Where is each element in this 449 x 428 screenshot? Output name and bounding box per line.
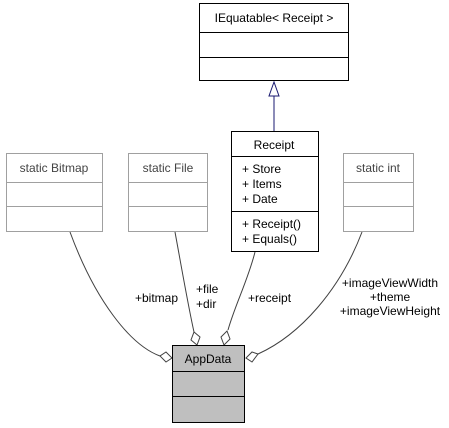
int-aggregation-edge [245,231,363,363]
class-box-static-file: static File [128,153,208,232]
edge-label-theme: +theme [370,290,411,304]
receipt-member-items: + Items [242,177,282,191]
class-box-static-bitmap: static Bitmap [6,153,103,232]
class-title-static-int: static int [356,161,401,175]
class-title-static-bitmap: static Bitmap [20,161,89,175]
class-title-appdata: AppData [185,352,232,366]
class-box-iequatable: IEquatable< Receipt > [199,3,349,81]
edge-label-bitmap: +bitmap [135,291,178,305]
class-title-receipt: Receipt [254,138,295,152]
class-title-iequatable: IEquatable< Receipt > [215,11,334,25]
receipt-method-equals: + Equals() [242,232,297,246]
bitmap-aggregation-edge [69,231,173,363]
edge-label-dir: +dir [196,297,216,311]
class-box-receipt: Receipt + Store + Items + Date + Receipt… [231,131,319,252]
receipt-member-date: + Date [242,192,278,206]
edge-label-receipt: +receipt [248,291,292,305]
edge-label-image-view-height: +imageViewHeight [340,304,441,318]
receipt-aggregation-edge [220,251,256,346]
edge-label-image-view-width: +imageViewWidth [342,276,438,290]
inheritance-edge [268,80,280,131]
class-title-static-file: static File [143,161,194,175]
class-box-appdata: AppData [172,345,245,423]
file-aggregation-edge [174,231,201,346]
edge-label-file: +file [196,282,219,296]
receipt-method-constructor: + Receipt() [242,217,301,231]
class-box-static-int: static int [343,153,414,232]
receipt-member-store: + Store [242,162,281,176]
